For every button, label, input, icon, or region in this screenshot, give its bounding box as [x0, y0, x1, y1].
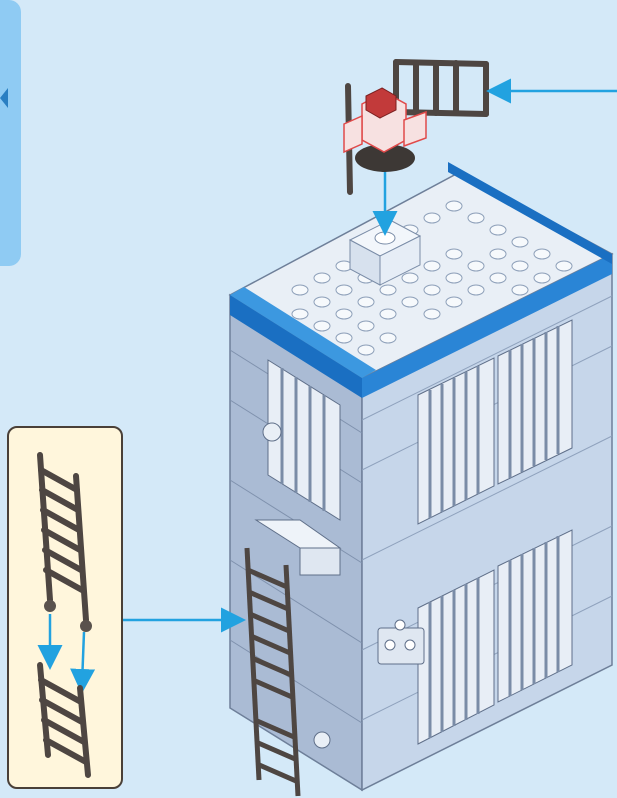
ladder-piece-icon: [40, 455, 86, 620]
ladder-piece-icon: [40, 665, 88, 775]
arrow-icon: [82, 632, 84, 684]
bar-piece-icon: [396, 62, 486, 114]
